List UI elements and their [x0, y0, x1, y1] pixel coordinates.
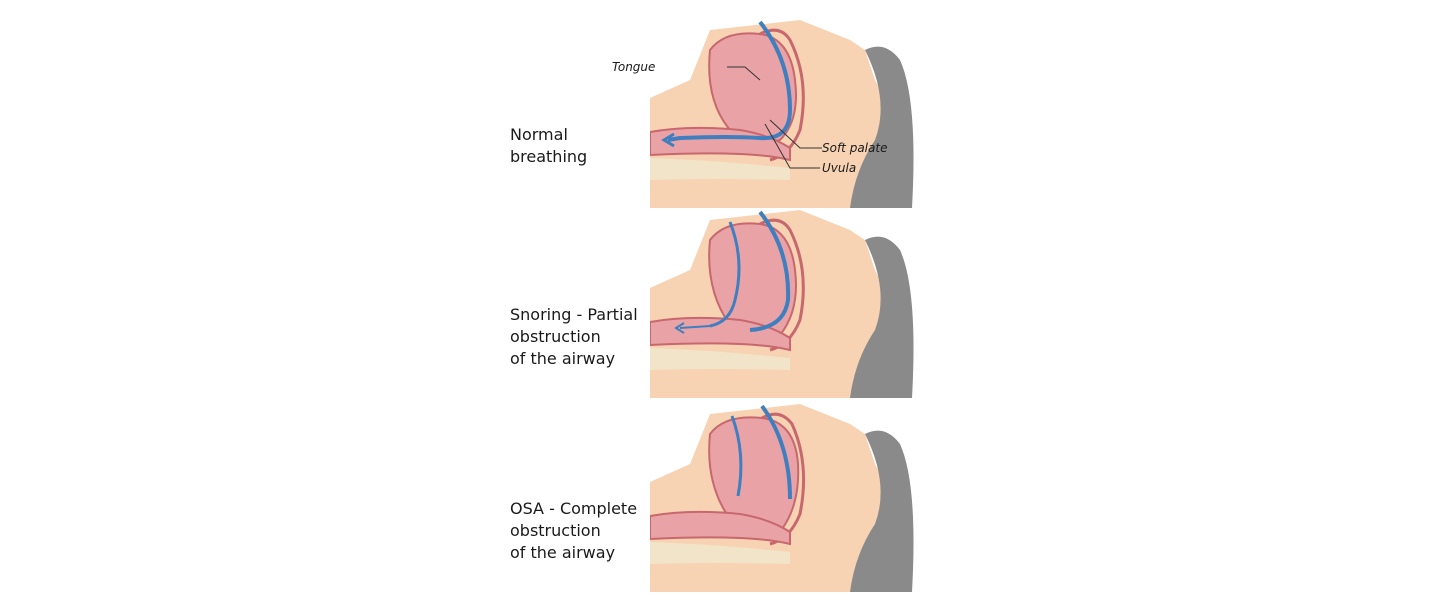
airway-illustration-osa [650, 404, 920, 592]
annotation-tongue: Tongue [612, 60, 656, 74]
panel-label-normal: Normal breathing [510, 125, 588, 166]
airflow-arrow-snoring-mouth [749, 210, 791, 332]
tongue-leader-line [727, 66, 761, 81]
annotation-uvula: Uvula [822, 161, 857, 175]
panel-label-osa: OSA - Complete obstruction of the airway [510, 499, 638, 562]
panel-label-snoring: Snoring - Partial obstruction of the air… [510, 305, 638, 368]
soft-palate-leader-line [769, 119, 822, 149]
panel-snoring: Snoring - Partial obstruction of the air… [500, 210, 920, 398]
annotation-soft-palate: Soft palate [822, 141, 888, 155]
panel-osa: OSA - Complete obstruction of the airway [500, 404, 920, 592]
airway-illustration-snoring [650, 210, 920, 398]
uvula-leader-line [764, 123, 820, 169]
airway-illustration-normal [650, 20, 920, 208]
panel-normal-breathing: Normal breathing Tongue Soft palate Uvul… [500, 20, 920, 208]
airflow-arrow-osa-mouth [760, 404, 792, 500]
airflow-arrow-osa-nose [730, 415, 743, 497]
airflow-arrow-snoring-nose [709, 221, 741, 328]
